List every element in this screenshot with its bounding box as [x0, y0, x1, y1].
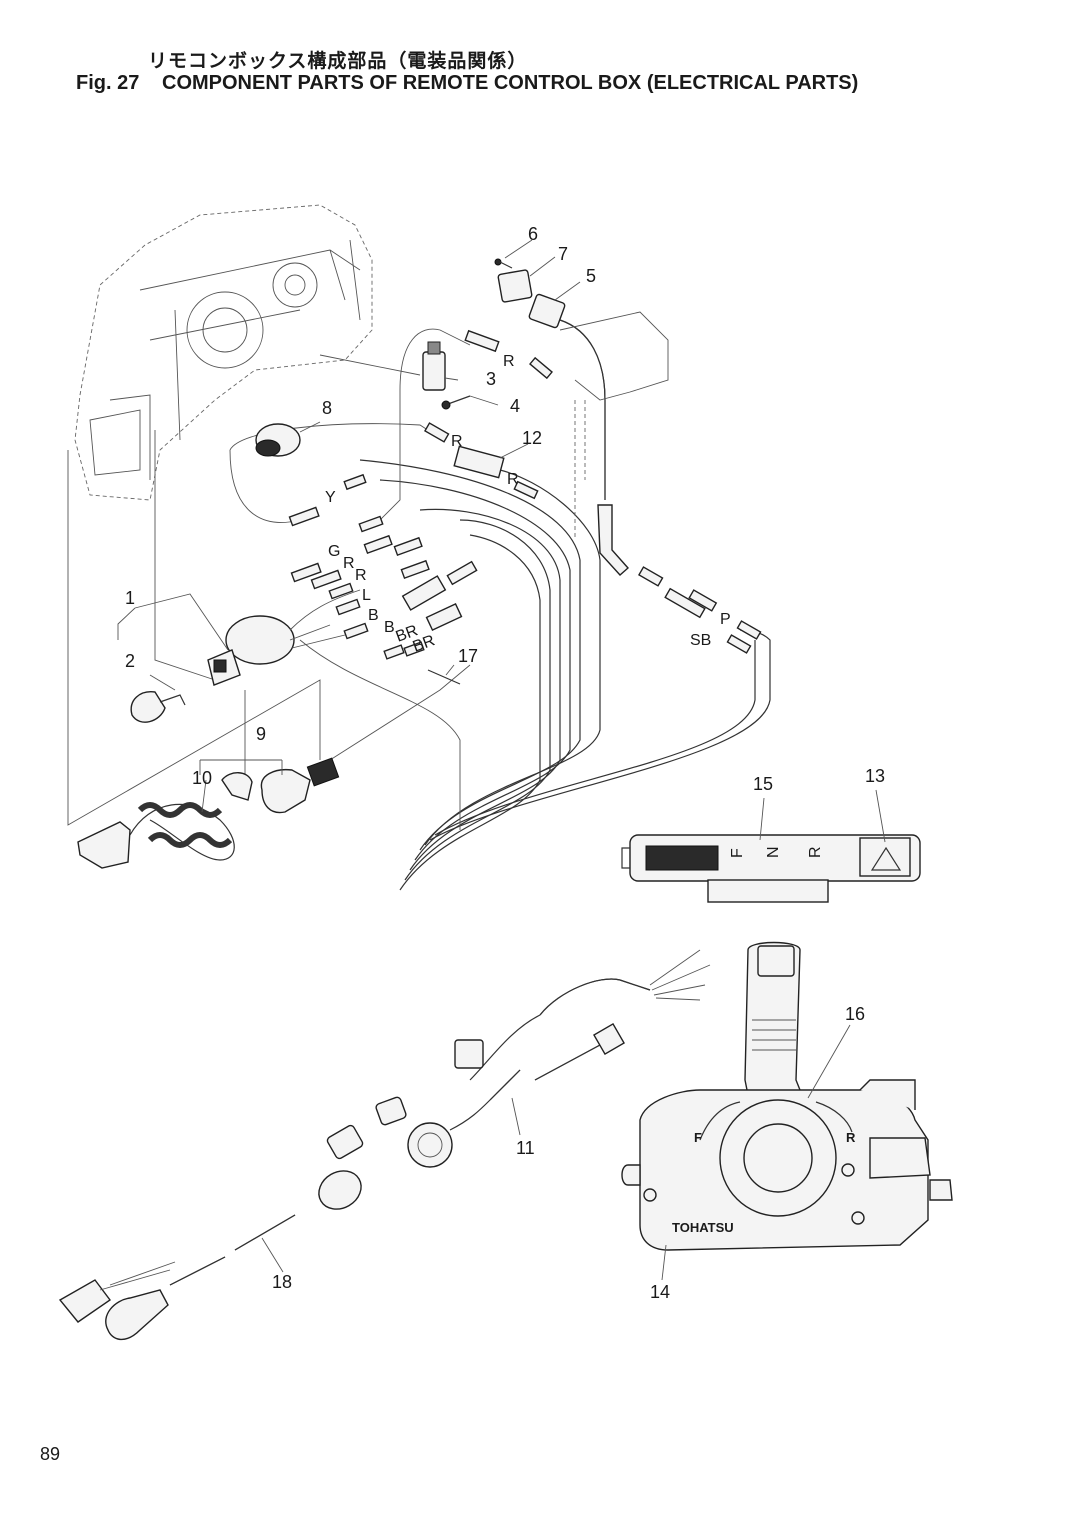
control-box-reverse-label: R [846, 1130, 856, 1145]
callout-15: 15 [753, 774, 773, 794]
wire-label-b-1: B [368, 607, 379, 624]
page-title-japanese: リモコンボックス構成部品（電装品関係） [148, 50, 528, 72]
part-4-screw [441, 395, 471, 410]
wire-label-r-2: R [355, 567, 367, 584]
callout-11: 11 [516, 1138, 535, 1158]
figure-title: COMPONENT PARTS OF REMOTE CONTROL BOX (E… [162, 72, 859, 94]
callout-1: 1 [125, 588, 135, 608]
part-10-lanyard [77, 802, 235, 869]
callout-13: 13 [865, 766, 885, 786]
wire-label-r-top: R [503, 353, 515, 370]
shift-label-forward: F [729, 848, 746, 858]
callout-18: 18 [272, 1272, 292, 1292]
wire-label-p: P [720, 611, 731, 628]
figure-number: Fig. 27 [76, 72, 140, 94]
callout-16: 16 [845, 1004, 865, 1024]
wire-label-r-block: R [507, 471, 519, 488]
part-8-buzzer [255, 423, 301, 457]
part-9-stop-switch [221, 757, 340, 814]
leader-line [319, 354, 421, 376]
part-2-key [130, 691, 186, 723]
wire-label-sb: SB [690, 632, 711, 649]
callout-5: 5 [586, 266, 596, 286]
page-number: 89 [40, 1444, 61, 1464]
callout-leaders [117, 239, 886, 1281]
callout-17: 17 [458, 646, 478, 666]
throttle-arm-outline [559, 311, 669, 540]
brand-logo: TOHATSU [672, 1220, 734, 1235]
part-3-switch [422, 341, 446, 391]
part-16-control-lever [744, 941, 809, 1116]
callout-10: 10 [192, 768, 212, 788]
part-15-indicator-panel [621, 834, 921, 903]
callout-2: 2 [125, 651, 135, 671]
wire-label-g: G [328, 543, 340, 560]
page-title: Fig. 27 COMPONENT PARTS OF REMOTE CONTROL… [76, 72, 858, 95]
callout-8: 8 [322, 398, 332, 418]
callout-12: 12 [522, 428, 542, 448]
control-box-forward-label: F [694, 1130, 702, 1145]
part-14-control-box [621, 1079, 953, 1251]
callout-14: 14 [650, 1282, 670, 1302]
leader-line [154, 430, 216, 681]
part-11-harness [326, 949, 711, 1168]
wire-label-br-1: BR [394, 622, 421, 646]
wire-label-y: Y [325, 489, 336, 506]
leader-line [67, 450, 321, 826]
part-5-7-switch-assembly [494, 258, 629, 576]
part-1-ignition-switch [207, 589, 361, 686]
wire-label-r-buzzer: R [451, 433, 463, 450]
shift-label-reverse: R [807, 846, 824, 858]
wire-label-br-2: BR [411, 632, 438, 656]
wire-label-l: L [362, 587, 371, 604]
wire-label-b-2: B [384, 619, 395, 636]
callout-9: 9 [256, 724, 266, 744]
callout-3: 3 [486, 369, 496, 389]
callout-4: 4 [510, 396, 520, 416]
part-17-cable-tie [427, 669, 461, 685]
part-18-harness [58, 1170, 362, 1341]
wire-bundle [229, 328, 771, 891]
shift-label-neutral: N [765, 846, 782, 858]
wire-connectors [288, 329, 762, 660]
wire-label-r-1: R [343, 555, 355, 572]
control-box-housing [74, 204, 373, 501]
callout-6: 6 [528, 224, 538, 244]
callout-7: 7 [558, 244, 568, 264]
part-12-connector-block [453, 445, 505, 479]
